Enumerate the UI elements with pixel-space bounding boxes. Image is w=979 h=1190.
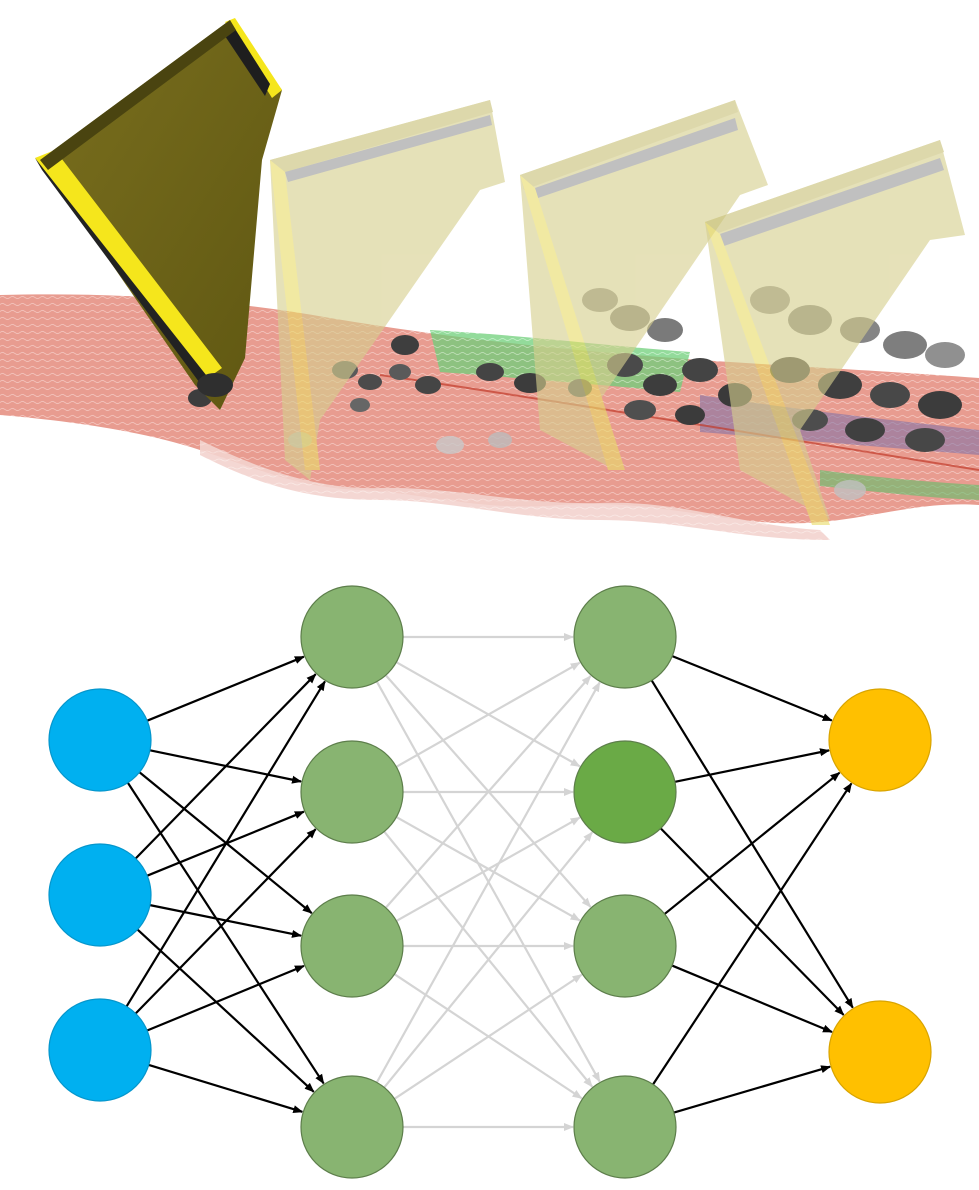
hidden1-node-2 xyxy=(300,740,404,844)
edge-l2-n2-to-n1 xyxy=(671,964,833,1034)
input-node-2 xyxy=(48,843,152,947)
output-node-2 xyxy=(828,1000,932,1104)
edge-l0-n1-to-n3 xyxy=(136,928,315,1093)
blade-current xyxy=(35,18,282,410)
edge-l0-n2-to-n0 xyxy=(125,680,326,1008)
edge-l1-n3-to-n2 xyxy=(393,973,583,1100)
edge-l2-n3-to-n0 xyxy=(652,782,853,1086)
hidden2-node-1 xyxy=(573,585,677,689)
edge-l0-n2-to-n1 xyxy=(134,828,317,1015)
edge-l2-n3-to-n1 xyxy=(673,1065,832,1114)
hidden1-node-3 xyxy=(300,894,404,998)
blade-position-ghost xyxy=(705,140,965,525)
edge-l2-n2-to-n0 xyxy=(663,771,841,915)
edge-l2-n1-to-n1 xyxy=(659,827,845,1016)
hidden2-node-3 xyxy=(573,894,677,998)
edge-l2-n1-to-n0 xyxy=(674,748,831,783)
edge-l1-n3-to-n1 xyxy=(383,831,594,1089)
edge-l1-n3-to-n0 xyxy=(375,681,601,1083)
edge-l2-n0-to-n0 xyxy=(671,655,833,722)
blade-position-ghost xyxy=(520,100,768,470)
edge-l1-n2-to-n1 xyxy=(395,816,581,922)
edge-l1-n2-to-n0 xyxy=(384,675,592,909)
edge-l0-n2-to-n3 xyxy=(148,1063,304,1114)
hidden2-node-2 xyxy=(573,740,677,844)
hidden1-node-1 xyxy=(300,585,404,689)
edge-l0-n0-to-n3 xyxy=(126,782,325,1085)
neural-network-diagram xyxy=(48,585,932,1179)
blade-position-ghost xyxy=(270,100,505,480)
hidden2-node-4 xyxy=(573,1075,677,1179)
blade-soil-simulation xyxy=(0,18,979,540)
edge-l0-n2-to-n2 xyxy=(146,964,305,1032)
network-nodes xyxy=(48,585,932,1179)
edge-l0-n0-to-n0 xyxy=(146,655,305,722)
output-node-1 xyxy=(828,688,932,792)
edge-l0-n1-to-n0 xyxy=(134,673,317,860)
input-node-1 xyxy=(48,688,152,792)
edge-l1-n1-to-n0 xyxy=(395,661,581,768)
network-edges xyxy=(125,633,854,1131)
hidden1-node-4 xyxy=(300,1075,404,1179)
input-node-3 xyxy=(48,998,152,1102)
